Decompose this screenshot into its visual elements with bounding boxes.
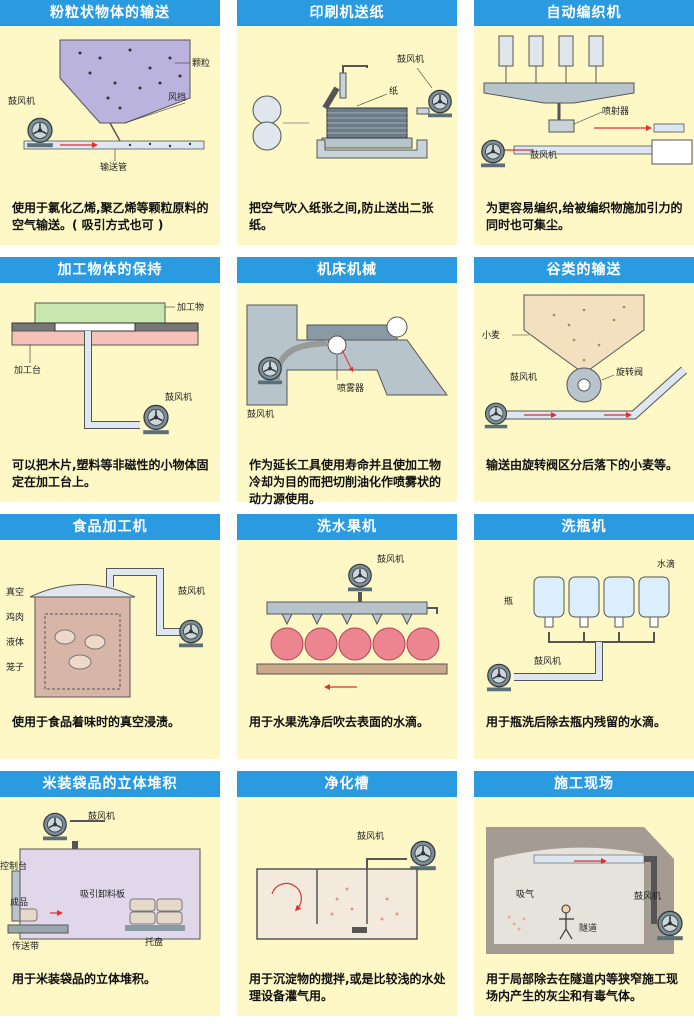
card-title: 净化槽: [237, 771, 457, 797]
label-product: 成品: [10, 896, 28, 908]
card-powder-transport: 粉粒状物体的输送 颗粒 风挡 鼓风机 输送管 使用于氯化乙烯,聚乙烯等颗粒原料的…: [0, 0, 220, 245]
label-atomizer: 喷雾器: [337, 383, 364, 394]
label-bottle: 瓶: [504, 595, 513, 607]
label-suction: 吸引卸料板: [80, 888, 125, 900]
card-caption: 用于瓶洗后除去瓶内残留的水滴。: [486, 715, 667, 729]
label-vacuum: 真空: [6, 586, 24, 598]
card-rice-bag-stacking: 米装袋品的立体堆积 鼓风机 控制台 成品 吸引卸料板 传送带 托盘 用于米装袋品…: [0, 771, 220, 1016]
card-title: 洗水果机: [237, 514, 457, 540]
label-blower: 鼓风机: [634, 890, 661, 902]
label-blower: 鼓风机: [165, 391, 192, 403]
card-title: 施工现场: [474, 771, 694, 797]
label-blower: 鼓风机: [8, 95, 35, 107]
label-blower: 鼓风机: [88, 810, 115, 822]
label-blower: 鼓风机: [247, 408, 274, 420]
label-liquid: 液体: [6, 636, 24, 648]
label-valve: 旋转阀: [616, 366, 643, 378]
card-caption: 输送由旋转阀区分后落下的小麦等。: [486, 458, 679, 472]
label-paper: 纸: [389, 85, 398, 97]
card-food-processing: 食品加工机 真空 鸡肉 液体 笼子 鼓风机 使用于食品着味时的真空浸渍。: [0, 514, 220, 759]
label-tunnel: 隧道: [579, 922, 597, 934]
card-caption: 用于米装袋品的立体堆积。: [12, 972, 157, 986]
label-workpiece: 加工物: [177, 301, 204, 313]
label-wheat: 小麦: [482, 329, 500, 341]
label-blower: 鼓风机: [377, 553, 404, 565]
grain-transport-diagram: 小麦 鼓风机 旋转阀: [482, 294, 688, 429]
card-caption: 使用于食品着味时的真空浸渍。: [12, 715, 181, 729]
fruit-washer-diagram: 鼓风机: [256, 553, 448, 690]
label-particles: 颗粒: [192, 57, 210, 69]
card-title: 米装袋品的立体堆积: [0, 771, 220, 797]
card-caption: 为更容易编织,给被编织物施加引力的同时也可集尘。: [486, 201, 683, 232]
card-title: 洗瓶机: [474, 514, 694, 540]
rice-bag-stacking-diagram: 鼓风机 控制台 成品 吸引卸料板 传送带 托盘: [0, 810, 201, 952]
label-blower: 鼓风机: [178, 585, 205, 597]
card-title: 加工物体的保持: [0, 257, 220, 283]
card-caption: 用于沉淀物的搅拌,或是比较浅的水处理设备灌气用。: [249, 972, 446, 1003]
card-caption: 把空气吹入纸张之间,防止送出二张纸。: [249, 201, 434, 232]
card-title: 自动编织机: [474, 0, 694, 26]
construction-site-diagram: 鼓风机 吸气 隧道: [486, 827, 684, 954]
card-caption: 用于水果洗净后吹去表面的水滴。: [249, 715, 430, 729]
card-purification-tank: 净化槽 鼓风机 用于沉淀物的搅拌,或是比较浅的水处理设备灌气用。: [237, 771, 457, 1016]
label-chicken: 鸡肉: [6, 611, 24, 623]
label-suction: 吸气: [516, 888, 534, 900]
label-sprayer: 喷射器: [602, 105, 629, 117]
label-blower: 鼓风机: [357, 830, 384, 842]
label-blower: 鼓风机: [534, 655, 561, 667]
label-blower: 鼓风机: [397, 53, 424, 65]
card-title: 机床机械: [237, 257, 457, 283]
food-processing-diagram: 真空 鸡肉 液体 笼子 鼓风机: [6, 568, 205, 698]
label-table: 加工台: [14, 364, 41, 376]
card-workpiece-holding: 加工物体的保持 加工物 加工台 鼓风机 可以把木片,塑料等非磁性的小物体固定在加…: [0, 257, 220, 502]
label-pipe: 输送管: [100, 161, 127, 173]
label-pallet: 托盘: [145, 936, 163, 948]
card-title: 食品加工机: [0, 514, 220, 540]
machine-tool-diagram: 喷雾器 鼓风机: [246, 304, 448, 420]
card-caption: 作为延长工具使用寿命并且使加工物冷却为目的而把切削油化作喷雾状的动力源使用。: [249, 458, 442, 506]
label-water: 水滴: [657, 558, 675, 570]
card-printing-paper-feed: 印刷机送纸 纸 鼓风机 把空气吹入纸张之间,防止送出二张纸。: [237, 0, 457, 245]
workpiece-holding-diagram: 加工物 加工台 鼓风机: [11, 301, 204, 435]
label-gate: 风挡: [168, 91, 186, 103]
card-caption: 用于局部除去在隧道内等狭窄施工现场内产生的灰尘和有毒气体。: [486, 972, 679, 1003]
label-conveyor: 传送带: [12, 940, 39, 952]
label-control: 控制台: [0, 860, 27, 872]
knitting-diagram: 喷射器 鼓风机: [480, 35, 693, 168]
card-title: 谷类的输送: [474, 257, 694, 283]
card-caption: 可以把木片,塑料等非磁性的小物体固定在加工台上。: [12, 458, 209, 489]
card-construction-site: 施工现场 鼓风机 吸气 隧道 用于局部除去在隧道内等狭窄施工现场内产生的灰尘和有…: [474, 771, 694, 1016]
label-blower: 鼓风机: [530, 149, 557, 161]
card-fruit-washer: 洗水果机 鼓风机 用于水果洗净后吹去表面的水滴。: [237, 514, 457, 759]
card-title: 印刷机送纸: [237, 0, 457, 26]
printing-diagram: 纸 鼓风机: [252, 53, 453, 159]
powder-transport-diagram: 颗粒 风挡 鼓风机 输送管: [8, 39, 210, 173]
card-grain-transport: 谷类的输送 小麦 鼓风机 旋转阀 输送由旋转阀区分后落下的小麦等。: [474, 257, 694, 502]
card-auto-knitting: 自动编织机 喷射器 鼓风机 为更容易编织,给被编织物施加引力的同时也可集尘。: [474, 0, 694, 245]
label-basket: 笼子: [6, 661, 24, 673]
card-caption: 使用于氯化乙烯,聚乙烯等颗粒原料的空气输送。( 吸引方式也可 ): [12, 201, 209, 232]
bottle-washer-diagram: 瓶 水滴 鼓风机: [486, 558, 675, 692]
card-bottle-washer: 洗瓶机 瓶 水滴 鼓风机 用于瓶洗后除去瓶内残留的水滴。: [474, 514, 694, 759]
label-blower: 鼓风机: [510, 371, 537, 383]
purification-tank-diagram: 鼓风机: [256, 830, 437, 940]
card-title: 粉粒状物体的输送: [0, 0, 220, 26]
card-machine-tool: 机床机械 喷雾器 鼓风机 作为延长工具使用寿命并且使加工物冷却为目的而把切削油化…: [237, 257, 457, 506]
